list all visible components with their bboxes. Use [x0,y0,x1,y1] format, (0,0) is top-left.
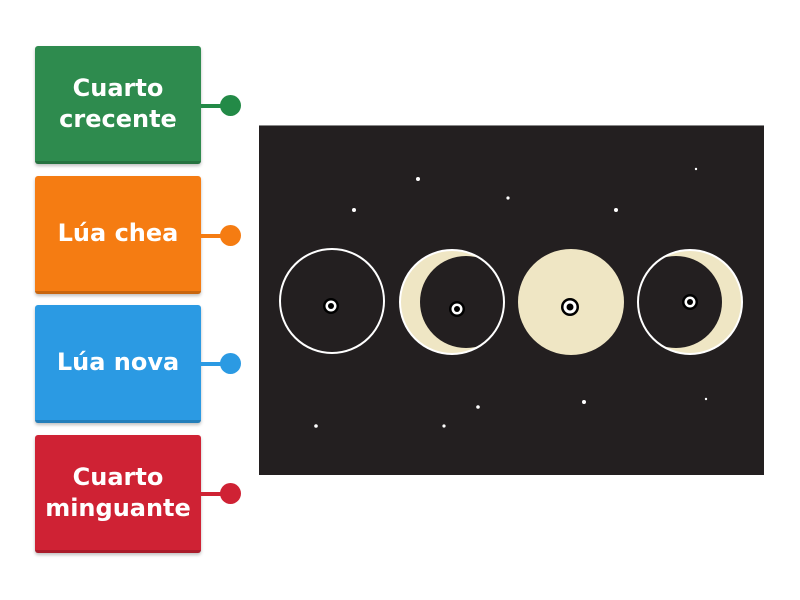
drop-target-1[interactable] [323,298,339,314]
drop-target-3[interactable] [561,298,579,316]
drop-target-4[interactable] [682,294,698,310]
star-icon [506,196,510,200]
connector-line [201,362,221,366]
star-icon [314,424,318,428]
star-icon [704,397,708,401]
connector-dot[interactable] [220,225,241,246]
label-card-lua-chea[interactable]: Lúa chea [35,176,201,294]
label-text: Cuarto minguante [45,462,191,522]
connector-cuarto-crecente[interactable] [201,95,241,117]
star-icon [694,167,698,171]
connector-cuarto-minguante[interactable] [201,483,241,505]
star-icon [442,424,446,428]
star-icon [352,208,356,212]
star-icon [416,177,420,181]
connector-line [201,492,221,496]
label-text: Cuarto crecente [59,73,177,133]
stars [314,167,708,428]
moon-phases-image [259,125,764,475]
connector-dot[interactable] [220,483,241,504]
moon-crescent-left [399,249,505,355]
connector-line [201,234,221,238]
label-text: Lúa nova [56,348,180,376]
connector-line [201,104,221,108]
drop-target-2[interactable] [449,301,465,317]
label-card-cuarto-crecente[interactable]: Cuarto crecente [35,46,201,164]
connector-lua-nova[interactable] [201,353,241,375]
label-text: Lúa chea [57,219,179,247]
label-card-cuarto-minguante[interactable]: Cuarto minguante [35,435,201,553]
star-icon [582,400,586,404]
connector-dot[interactable] [220,95,241,116]
connector-lua-chea[interactable] [201,225,241,247]
star-icon [614,208,618,212]
moon-phases-svg [279,167,743,428]
connector-dot[interactable] [220,353,241,374]
label-card-lua-nova[interactable]: Lúa nova [35,305,201,423]
star-icon [476,405,480,409]
